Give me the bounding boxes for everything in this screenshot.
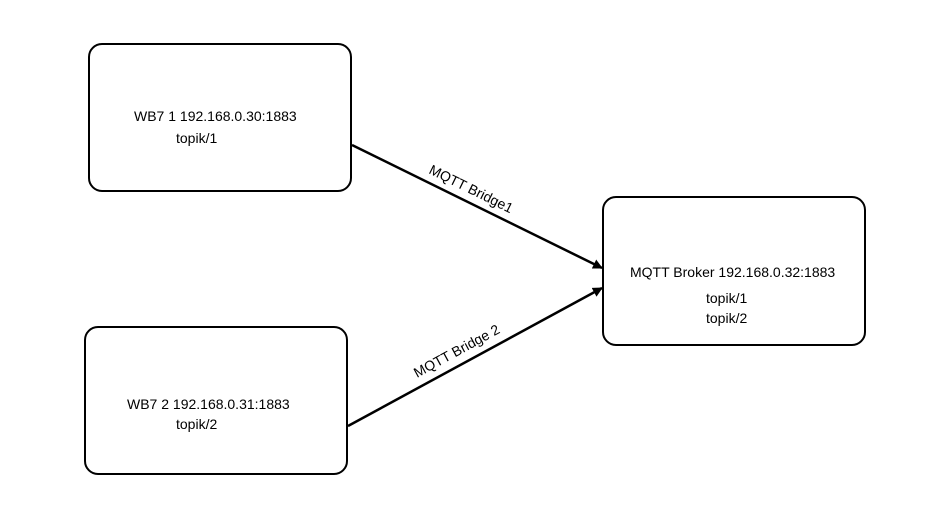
node-wb7-1-topic: topik/1 [176, 130, 218, 146]
node-wb7-1-title: WB7 1 192.168.0.30:1883 [134, 108, 297, 124]
node-mqtt-broker-topic-2: topik/2 [706, 310, 748, 326]
edge-bridge2-arrow [347, 286, 603, 428]
node-mqtt-broker-topic-1: topik/1 [706, 290, 748, 306]
node-mqtt-broker: MQTT Broker 192.168.0.32:1883 topik/1 to… [602, 196, 866, 346]
node-wb7-2-topic: topik/2 [176, 416, 218, 432]
node-mqtt-broker-title: MQTT Broker 192.168.0.32:1883 [630, 264, 836, 280]
node-wb7-2-title: WB7 2 192.168.0.31:1883 [127, 396, 290, 412]
edge-bridge1-arrow [351, 143, 603, 270]
node-wb7-1: WB7 1 192.168.0.30:1883 topik/1 [88, 43, 352, 192]
node-wb7-2: WB7 2 192.168.0.31:1883 topik/2 [84, 326, 348, 475]
